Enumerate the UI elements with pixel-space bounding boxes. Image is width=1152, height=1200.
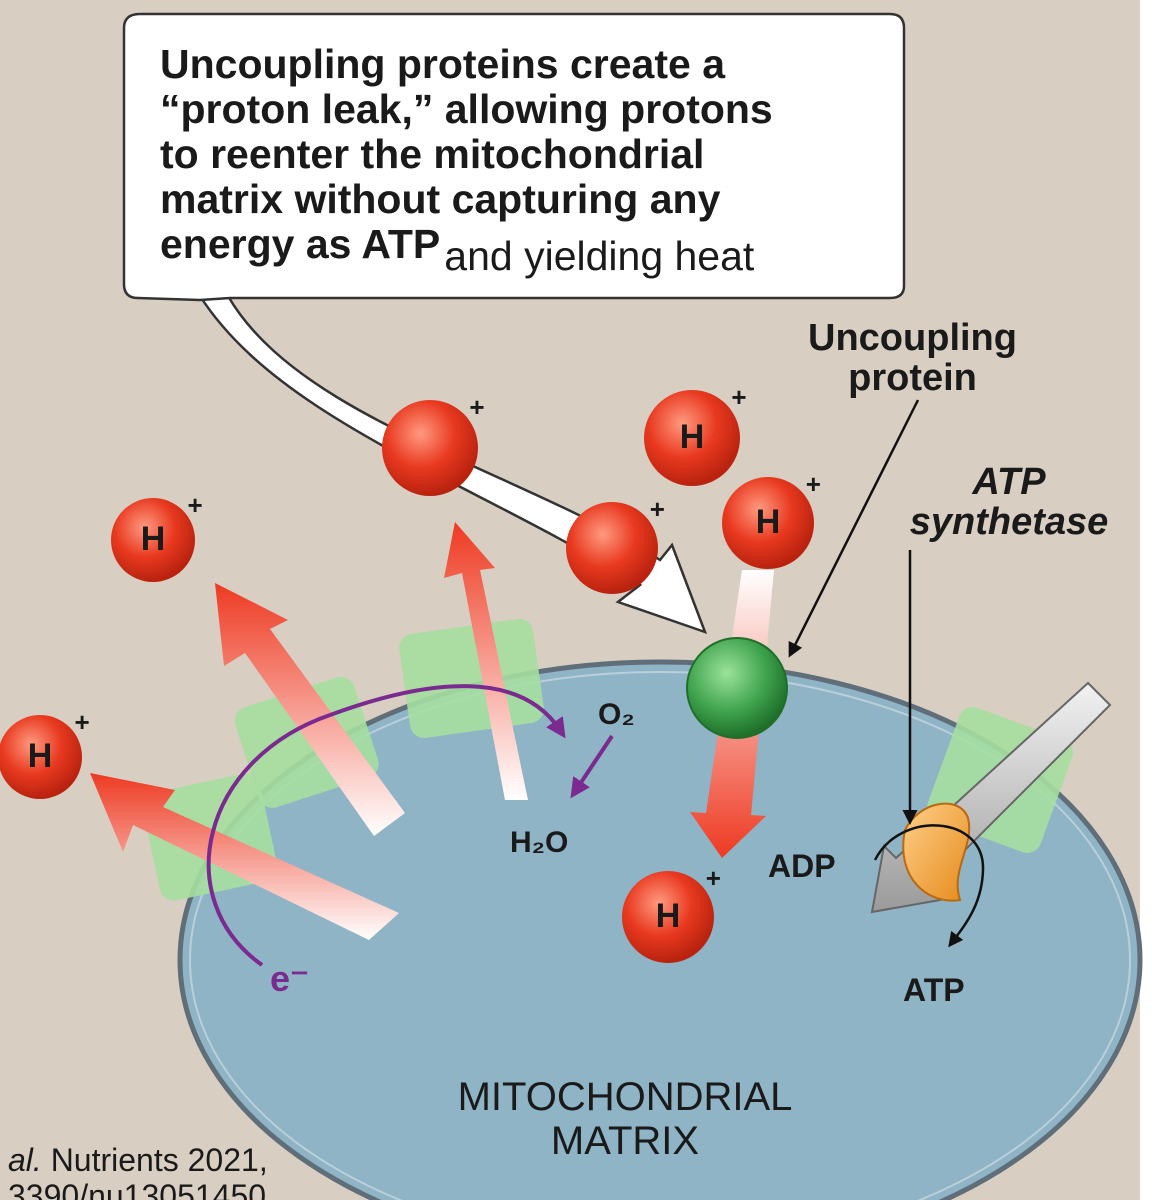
adp-label: ADP <box>768 848 836 884</box>
proton <box>566 502 658 594</box>
proton-charge: + <box>187 490 203 520</box>
proton-symbol: H <box>755 503 781 541</box>
callout-line: energy as ATPand yielding heat <box>160 221 890 279</box>
atp-synthetase-label: ATP synthetase <box>880 462 1138 542</box>
proton <box>644 390 740 486</box>
electron-path <box>206 684 566 967</box>
atp-label: ATP <box>903 972 965 1008</box>
uncoupling-protein-label: Uncoupling protein <box>780 318 1045 398</box>
callout-bubble <box>122 12 906 302</box>
label-line: MATRIX <box>550 1119 700 1163</box>
oxygen-label: O₂ <box>598 698 635 731</box>
proton <box>0 715 82 799</box>
citation-doi: 3390/nu13051450 <box>8 1178 267 1200</box>
callout-line: matrix without capturing any <box>160 176 721 222</box>
callout-text: Uncoupling proteins create a “proton lea… <box>160 41 890 279</box>
oxygen-to-water-arrow <box>570 734 614 799</box>
matrix-label: MITOCHONDRIAL MATRIX <box>415 1075 835 1163</box>
electron-label: e⁻ <box>270 958 310 999</box>
proton-charge: + <box>805 469 821 499</box>
uncoupling-protein-sphere <box>686 637 788 739</box>
inner-membrane-line <box>189 671 1131 1200</box>
label-line: ATP <box>972 461 1046 503</box>
protons <box>0 390 814 963</box>
proton-symbol: H <box>655 897 681 935</box>
label-line: Uncoupling <box>808 317 1017 359</box>
label-line: MITOCHONDRIAL <box>457 1075 793 1119</box>
proton-charge: + <box>731 382 747 412</box>
complex-iii <box>399 618 544 738</box>
water-label: H₂O <box>510 826 569 859</box>
proton-pump-arrow-3 <box>444 522 528 800</box>
proton-pump-arrow-2 <box>215 583 405 836</box>
callout-line: Uncoupling proteins create a <box>160 41 725 87</box>
proton <box>382 400 478 496</box>
right-border <box>1140 0 1152 1200</box>
proton-charge: + <box>705 863 721 893</box>
label-line: protein <box>848 357 977 399</box>
callout-line: to reenter the mitochondrial <box>160 131 705 177</box>
proton <box>622 871 714 963</box>
callout-tail: and yielding heat <box>444 233 755 279</box>
adp-to-atp-arrow <box>873 824 985 948</box>
callout-bold-end: energy as ATP <box>160 221 441 267</box>
proton <box>111 498 195 582</box>
proton-charge: + <box>469 392 485 422</box>
citation-text: Nutrients 2021, <box>41 1142 268 1178</box>
proton-charge: + <box>649 494 665 524</box>
citation-line: al. Nutrients 2021, <box>8 1140 268 1180</box>
citation-italic: al. <box>8 1142 42 1178</box>
proton-symbol: H <box>27 737 53 775</box>
label-line: synthetase <box>909 501 1109 543</box>
proton-symbol: H <box>140 520 166 558</box>
citation: al. Nutrients 2021, 3390/nu13051450 <box>8 1140 268 1200</box>
proton-pump-arrow-1 <box>90 773 399 940</box>
uncoupling-protein-pointer <box>788 399 920 658</box>
proton-charge: + <box>74 707 90 737</box>
citation-clip: al. Nutrients 2021, 3390/nu13051450 <box>0 0 300 1200</box>
proton <box>722 477 814 569</box>
proton-symbol: H <box>679 418 705 456</box>
callout-line: “proton leak,” allowing protons <box>160 86 773 132</box>
